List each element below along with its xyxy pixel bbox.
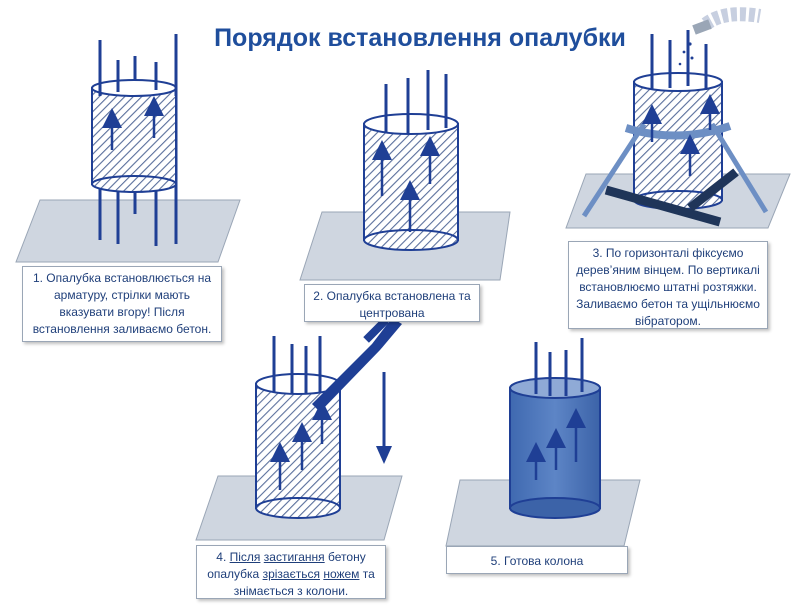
step-1-caption: 1. Опалубка встановлюється на арматуру, … — [22, 266, 222, 342]
step-1-up-arrows — [102, 96, 164, 150]
step-1-rebar-top — [98, 34, 178, 96]
step-4-caption: 4. Після застигання бетону опалубка зріз… — [196, 545, 386, 599]
step-2-caption: 2. Опалубка встановлена та центрована — [304, 284, 480, 322]
step-3-guy-wires — [581, 122, 769, 218]
step-3-up-arrows — [642, 94, 720, 176]
step-3-caption: 3. По горизонталі фіксуємо дерев’яним ві… — [568, 241, 768, 329]
diagram-title: Порядок встановлення опалубки — [214, 24, 626, 52]
step-5-illustration — [445, 338, 641, 547]
step-5-rebar — [534, 338, 584, 396]
step-3-wooden-crown — [604, 168, 739, 227]
step-3-illustration — [565, 7, 791, 229]
step-2-up-arrows — [372, 136, 440, 232]
step-5-caption: 5. Готова колона — [446, 546, 628, 574]
step-4-illustration — [195, 317, 403, 541]
step-1-illustration — [15, 34, 241, 263]
step-5-up-arrows — [526, 408, 586, 480]
step-1-formwork — [91, 79, 177, 193]
step-2-illustration — [299, 70, 511, 281]
step-3-rebar — [650, 30, 708, 90]
arrow-down-icon — [376, 372, 392, 464]
step-4-up-arrows — [270, 400, 332, 490]
hose-icon — [678, 7, 762, 72]
step-4-rebar — [272, 336, 322, 394]
step-2-rebar — [384, 70, 448, 134]
step-1-platform — [15, 199, 241, 263]
knife-icon — [312, 317, 402, 412]
